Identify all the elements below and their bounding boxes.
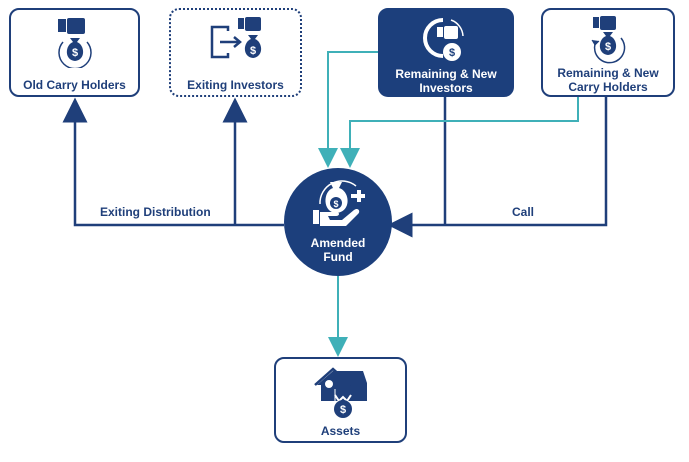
- carry-holders-teal-line: [340, 97, 579, 168]
- hand-money-bag-cycle-icon: $: [591, 16, 626, 64]
- svg-text:$: $: [333, 199, 338, 209]
- node-label-line2: Investors: [419, 81, 473, 95]
- remaining-investors-teal-line: [318, 51, 378, 168]
- node-label-line1: Remaining & New: [557, 66, 659, 80]
- svg-text:$: $: [449, 47, 455, 59]
- hand-money-bag-plus-icon: $: [313, 180, 365, 226]
- house-money-bag-icon: $: [313, 367, 367, 418]
- node-label: Assets: [320, 424, 361, 438]
- svg-text:$: $: [605, 41, 611, 53]
- svg-text:$: $: [339, 404, 345, 416]
- node-assets[interactable]: $ Assets: [274, 357, 407, 443]
- node-remaining-new-investors[interactable]: $ Remaining & New Investors: [378, 8, 514, 97]
- svg-text:$: $: [249, 45, 255, 57]
- exiting-distribution-line: [62, 97, 284, 227]
- node-remaining-new-carry-holders[interactable]: $ Remaining & New Carry Holders: [541, 8, 675, 97]
- node-label-line2: Carry Holders: [568, 80, 648, 94]
- svg-text:$: $: [71, 47, 77, 59]
- node-exiting-investors[interactable]: $ Exiting Investors: [169, 8, 302, 97]
- edge-label-exiting-distribution: Exiting Distribution: [100, 205, 211, 219]
- node-label-line2: Fund: [323, 250, 353, 264]
- node-label: Old Carry Holders: [23, 78, 126, 92]
- exit-money-bag-icon: $: [210, 17, 261, 59]
- node-label-line1: Remaining & New: [395, 67, 497, 81]
- node-amended-fund[interactable]: $ Amended Fund: [284, 168, 392, 276]
- call-line: [387, 97, 608, 238]
- hand-money-bag-icon: $: [57, 18, 92, 68]
- node-old-carry-holders[interactable]: $ Old Carry Holders: [9, 8, 140, 97]
- edge-label-call: Call: [512, 205, 535, 219]
- cycle-hand-money-icon: $: [423, 18, 464, 61]
- node-label: Exiting Investors: [187, 78, 284, 92]
- node-label-line1: Amended: [310, 236, 366, 250]
